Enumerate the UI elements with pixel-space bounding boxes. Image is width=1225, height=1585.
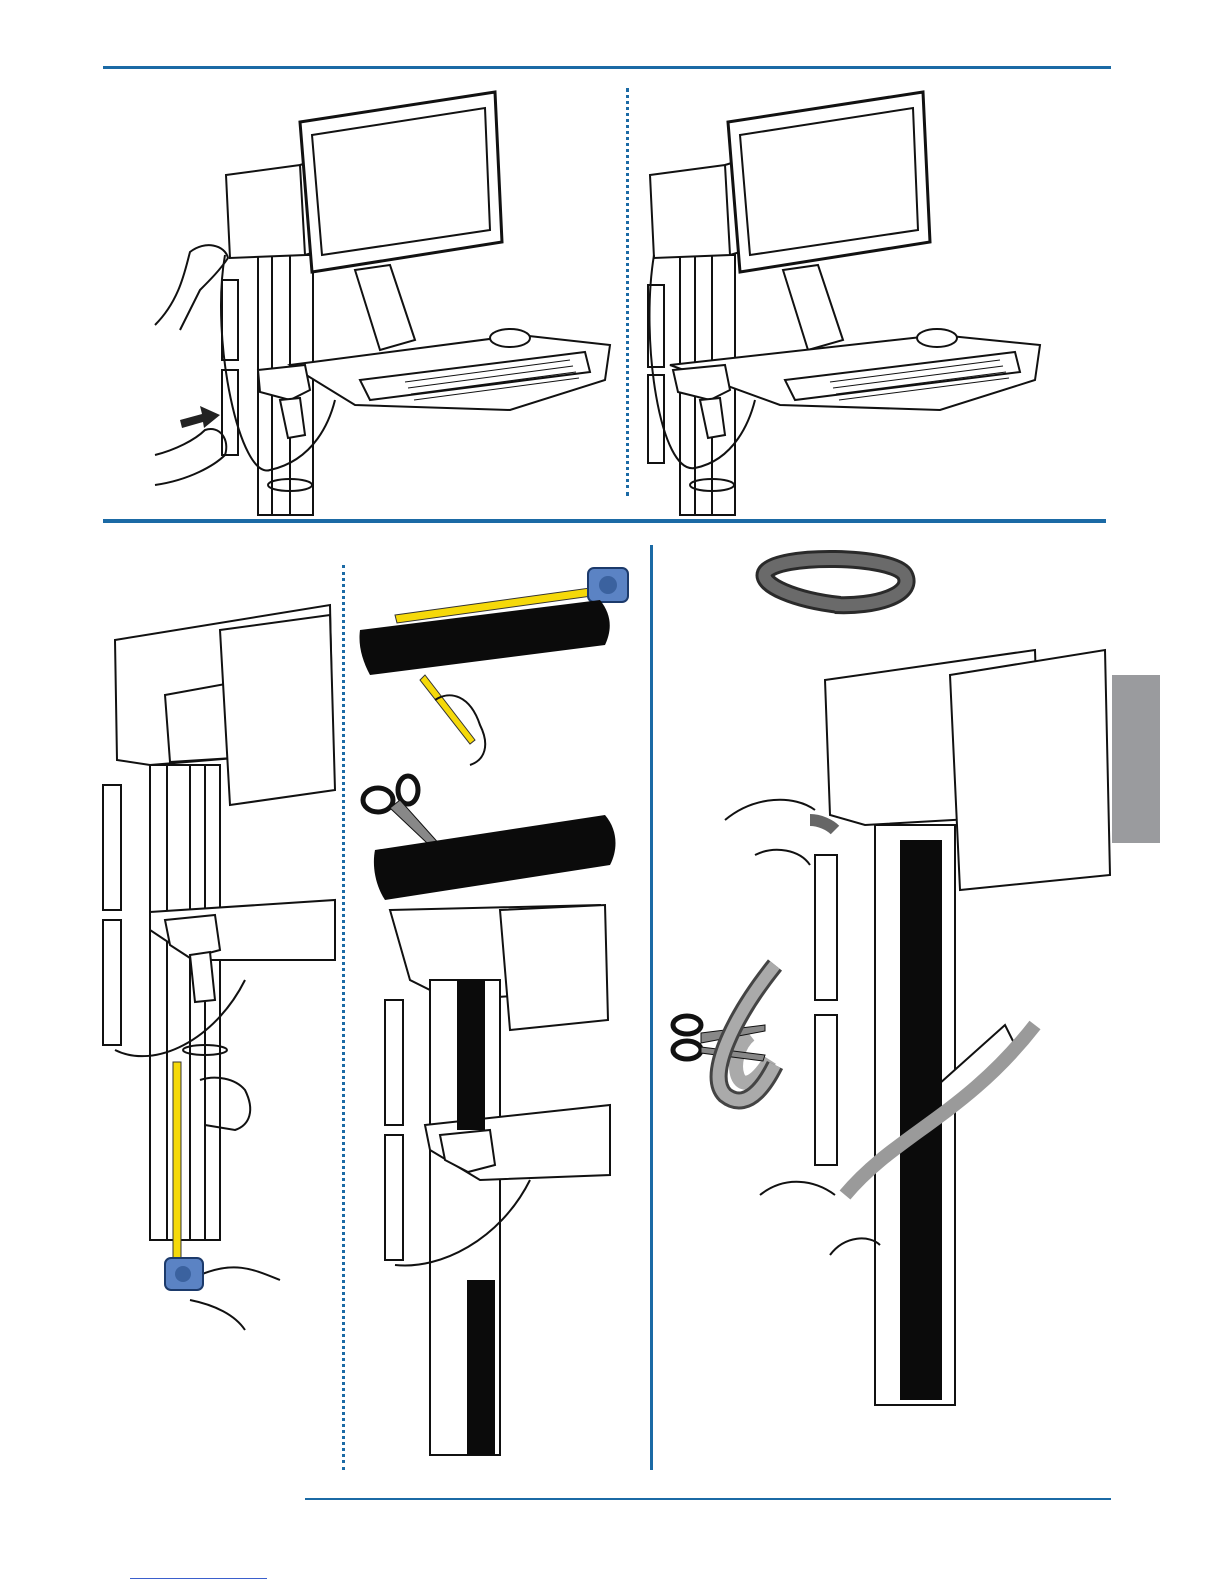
bottom-rule (305, 1498, 1111, 1500)
arrow-icon (180, 406, 220, 428)
illustration-step-d (350, 560, 630, 1470)
pencil-icon (420, 675, 475, 744)
illustration-step-b (640, 80, 1070, 520)
tape-measure-icon (165, 1258, 203, 1290)
illustration-step-c (95, 600, 335, 1340)
section-tab (1112, 675, 1160, 843)
tape-strip (173, 1062, 181, 1262)
bottom-divider-solid (650, 545, 653, 1470)
top-rule (103, 66, 1111, 69)
footer-link-line[interactable] (130, 1578, 267, 1579)
illustration-step-e (665, 555, 1115, 1415)
illustration-step-a (140, 80, 640, 530)
bottom-divider-dotted (342, 565, 345, 1470)
cover-strip (457, 980, 485, 1130)
